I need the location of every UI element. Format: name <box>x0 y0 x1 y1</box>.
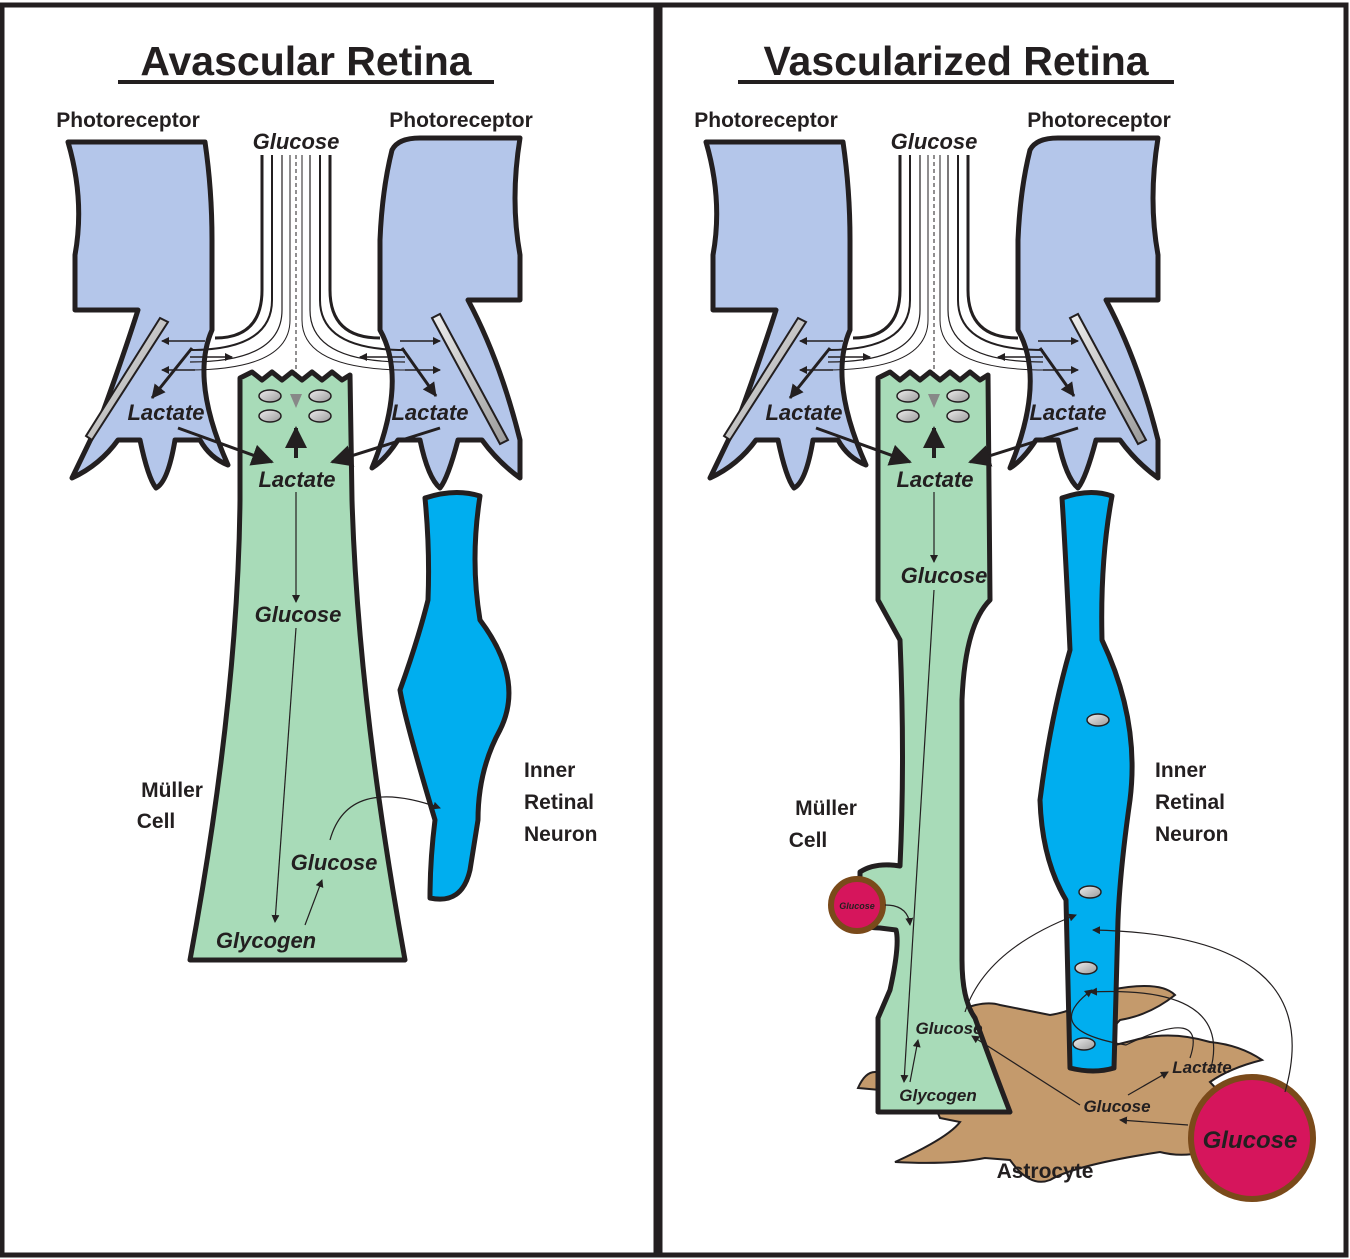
right-glucose-vessel-label: Glucose <box>1203 1127 1298 1154</box>
left-neuron-label-line3: Neuron <box>524 823 598 846</box>
right-neuron-vesicle <box>1073 1038 1095 1050</box>
right-glucose-top-label: Glucose <box>891 129 978 154</box>
left-vesicle <box>259 390 281 402</box>
left-lactate-muller-label: Lactate <box>258 467 335 492</box>
left-neuron-label-line1: Inner <box>524 759 575 782</box>
right-glycogen-label: Glycogen <box>899 1086 976 1105</box>
left-muller-label-line2: Cell <box>137 810 176 833</box>
left-lactate-left-label: Lactate <box>127 400 204 425</box>
right-lactate-astrocyte-label: Lactate <box>1172 1058 1232 1077</box>
right-glucose-muller-label: Glucose <box>901 563 988 588</box>
right-lactate-right-label: Lactate <box>1029 400 1106 425</box>
right-neuron-label-line3: Neuron <box>1155 823 1229 846</box>
right-vesicle <box>897 390 919 402</box>
right-neuron-vesicle <box>1079 886 1101 898</box>
right-lactate-muller-label: Lactate <box>896 467 973 492</box>
right-glucose-endfoot-label: Glucose <box>915 1019 982 1038</box>
left-panel-title: Avascular Retina <box>140 38 472 84</box>
right-neuron-label-line1: Inner <box>1155 759 1206 782</box>
left-photoreceptor-left-label: Photoreceptor <box>56 109 200 132</box>
left-photoreceptor-right-label: Photoreceptor <box>389 109 533 132</box>
left-glycogen-label: Glycogen <box>216 928 316 953</box>
left-glucose-lower-label: Glucose <box>291 850 378 875</box>
right-muller-label-line2: Cell <box>789 829 828 852</box>
right-lactate-left-label: Lactate <box>765 400 842 425</box>
right-vesicle <box>947 410 969 422</box>
right-glucose-astrocyte-label: Glucose <box>1083 1097 1150 1116</box>
left-lactate-right-label: Lactate <box>391 400 468 425</box>
right-panel-title: Vascularized Retina <box>763 38 1149 84</box>
right-neuron-vesicle <box>1075 962 1097 974</box>
right-muller-label-line1: Müller <box>795 797 857 820</box>
right-astrocyte-label: Astrocyte <box>997 1160 1094 1183</box>
left-glucose-top-label: Glucose <box>253 129 340 154</box>
right-neuron-label-line2: Retinal <box>1155 791 1225 814</box>
right-glucose-small-vessel-label: Glucose <box>839 901 875 911</box>
left-neuron-label-line2: Retinal <box>524 791 594 814</box>
right-photoreceptor-left-label: Photoreceptor <box>694 109 838 132</box>
right-neuron-vesicle <box>1087 714 1109 726</box>
right-photoreceptor-right-label: Photoreceptor <box>1027 109 1171 132</box>
left-vesicle <box>309 410 331 422</box>
right-vesicle <box>947 390 969 402</box>
left-vesicle <box>309 390 331 402</box>
left-muller-label-line1: Müller <box>141 779 203 802</box>
left-vesicle <box>259 410 281 422</box>
left-glucose-muller-label: Glucose <box>255 602 342 627</box>
right-vesicle <box>897 410 919 422</box>
